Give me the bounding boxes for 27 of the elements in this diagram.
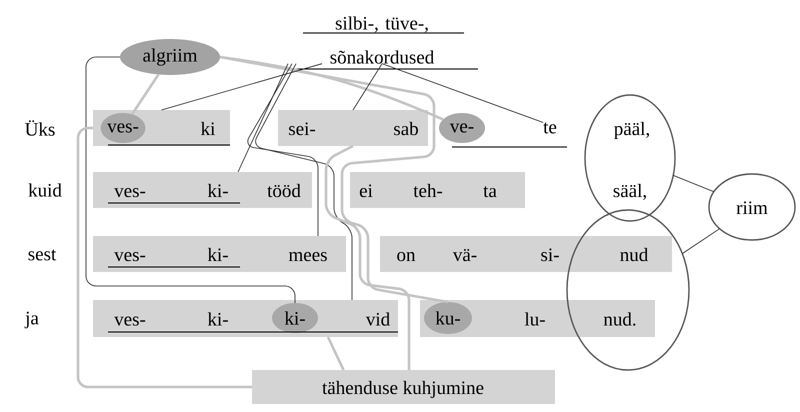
connector-line [352, 63, 382, 110]
connector-line [326, 336, 345, 371]
connector-line [255, 63, 352, 300]
word: te [543, 122, 556, 134]
line-label: ja [24, 312, 39, 328]
connector-line [382, 63, 544, 123]
connector-line [247, 63, 318, 236]
connector-line [682, 228, 720, 254]
connector-line [672, 174, 714, 192]
connector-line [131, 74, 160, 115]
line-label: Üks [25, 120, 55, 136]
connector-line [324, 144, 410, 370]
line-label: sest [28, 250, 56, 260]
word-band: ei teh- ta [350, 172, 525, 208]
connector-line [76, 126, 252, 388]
word-band: tähenduse kuhjumine [252, 370, 555, 404]
connector-line [220, 56, 448, 304]
heading-text: silbi-, tüve-, sõnakordused [286, 16, 478, 70]
connector-line [238, 63, 288, 172]
word-band: sei- sab [278, 110, 428, 146]
word-band: ves- ki- tööd [93, 172, 312, 208]
connector-line [86, 56, 296, 304]
ellipse [566, 209, 690, 371]
word-band: on vä- si- nud [380, 236, 672, 272]
word-band: ves- ki- mees [93, 236, 346, 272]
connector-line [161, 63, 322, 110]
line-label: kuid [28, 183, 62, 197]
